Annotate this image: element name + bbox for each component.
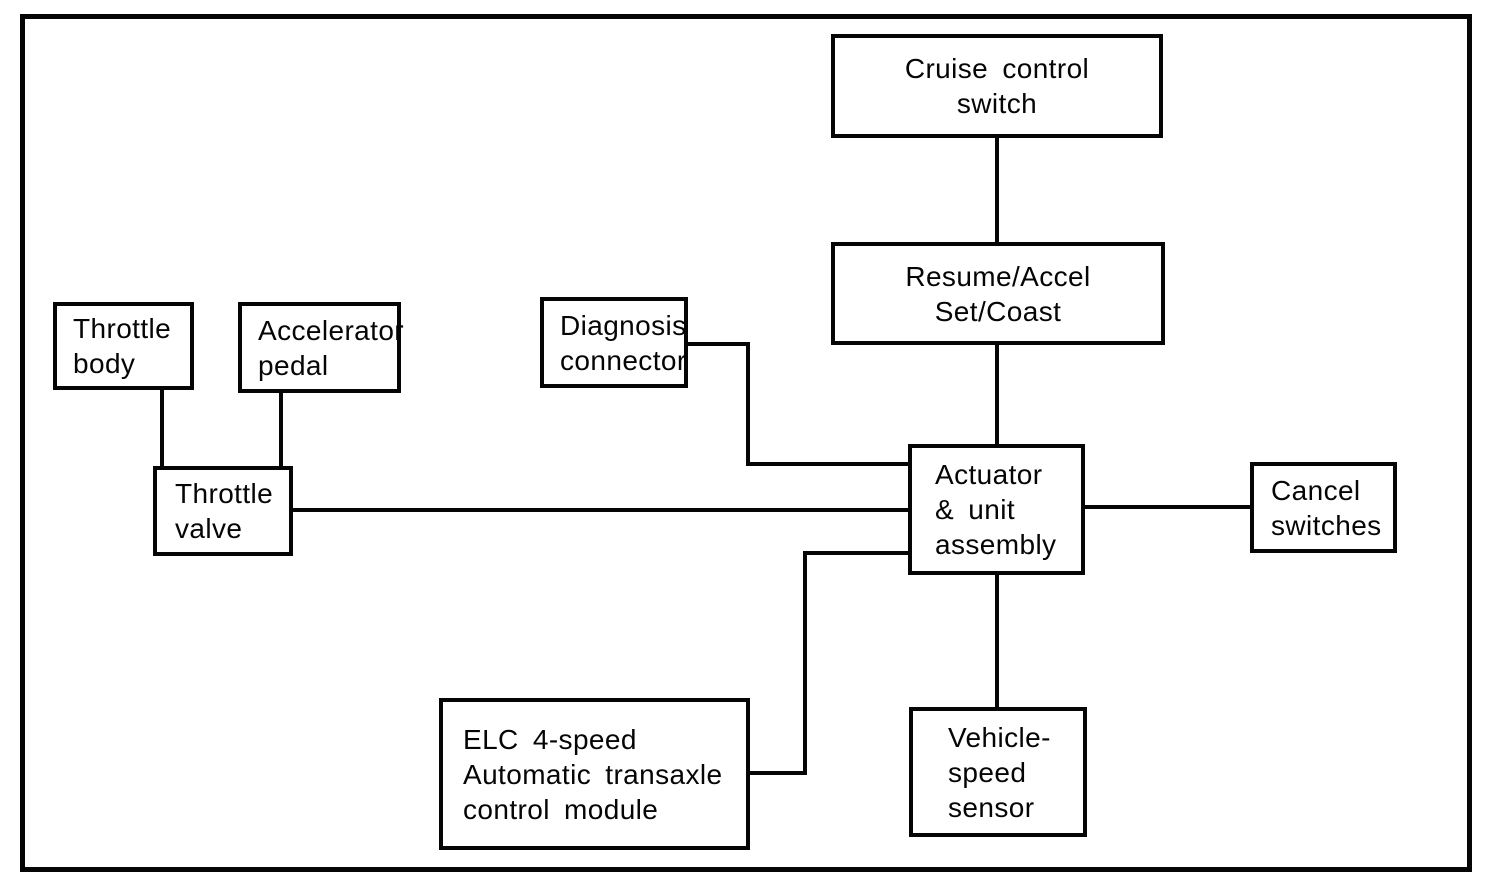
- node-cancel-switches: Cancel switches: [1250, 462, 1397, 553]
- node-diagnosis-connector: Diagnosis connector: [540, 297, 688, 388]
- connector-throttle-valve-to-actuator: [292, 508, 909, 512]
- connector-resume-to-actuator: [995, 344, 999, 445]
- node-actuator-unit-assembly: Actuator & unit assembly: [908, 444, 1085, 575]
- connector-diagnosis-to-actuator-segment-1: [687, 342, 749, 346]
- node-throttle-body: Throttle body: [53, 302, 194, 390]
- node-cruise-control-switch: Cruise control switch: [831, 34, 1163, 138]
- node-throttle-body-label: Throttle body: [73, 313, 172, 379]
- node-vehicle-speed-sensor: Vehicle- speed sensor: [909, 707, 1087, 837]
- node-accelerator-pedal: Accelerator pedal: [238, 302, 405, 393]
- node-actuator-unit-assembly-label: Actuator & unit assembly: [935, 459, 1057, 560]
- connector-accelerator-pedal-to-throttle-valve: [279, 392, 283, 467]
- node-throttle-valve-label: Throttle valve: [175, 478, 274, 544]
- connector-elc-to-actuator-segment-3: [803, 551, 909, 555]
- connector-diagnosis-to-actuator-segment-2: [746, 342, 750, 466]
- node-vehicle-speed-sensor-label: Vehicle- speed sensor: [948, 721, 1051, 823]
- connector-diagnosis-to-actuator-segment-3: [746, 462, 909, 466]
- connector-elc-to-actuator-segment-1: [749, 771, 807, 775]
- node-accelerator-pedal-label: Accelerator pedal: [258, 314, 405, 381]
- node-resume-accel-set-coast-label: Resume/Accel Set/Coast: [905, 260, 1091, 327]
- node-resume-accel-set-coast: Resume/Accel Set/Coast: [831, 242, 1165, 345]
- connector-cruise-to-resume: [995, 137, 999, 244]
- node-diagnosis-connector-label: Diagnosis connector: [560, 309, 687, 376]
- connector-throttle-body-to-throttle-valve: [160, 389, 164, 467]
- connector-elc-to-actuator-segment-2: [803, 551, 807, 775]
- node-throttle-valve: Throttle valve: [153, 466, 293, 556]
- connector-actuator-to-vehicle-speed-sensor: [995, 574, 999, 708]
- connector-actuator-to-cancel-switches: [1084, 505, 1251, 509]
- node-elc-transaxle-control-module-label: ELC 4-speed Automatic transaxle control …: [463, 723, 723, 825]
- node-cruise-control-switch-label: Cruise control switch: [904, 53, 1090, 119]
- node-cancel-switches-label: Cancel switches: [1271, 474, 1382, 541]
- node-elc-transaxle-control-module: ELC 4-speed Automatic transaxle control …: [439, 698, 750, 850]
- diagram-outer-frame: [20, 14, 1472, 872]
